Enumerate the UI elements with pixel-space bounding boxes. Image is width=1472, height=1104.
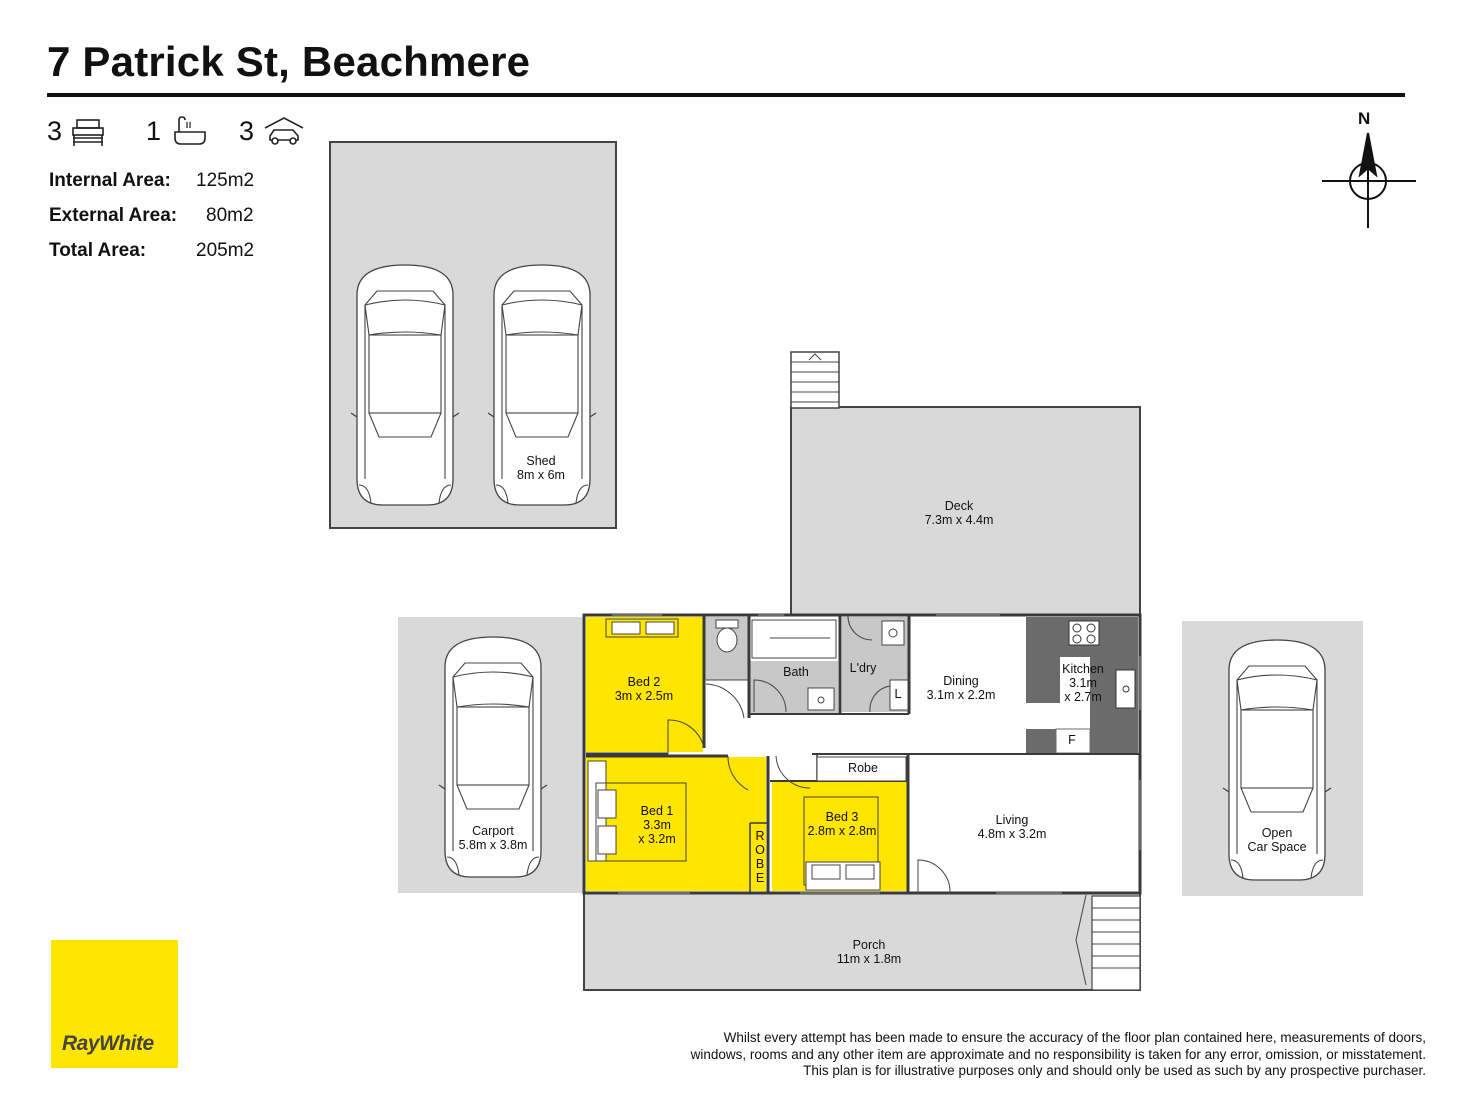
title-rule bbox=[47, 93, 1405, 97]
room-label-bath: Bath bbox=[783, 665, 809, 679]
raywhite-logo: RayWhite bbox=[51, 940, 178, 1068]
car-icon bbox=[264, 117, 304, 145]
bath-fixture bbox=[751, 619, 837, 659]
bath-icon bbox=[174, 116, 206, 145]
bed2-floor bbox=[586, 617, 703, 752]
deck-area bbox=[790, 406, 1141, 618]
disclaimer-line: This plan is for illustrative purposes o… bbox=[803, 1063, 1426, 1078]
toilet-icon bbox=[715, 619, 739, 653]
area-label: External Area: bbox=[49, 205, 178, 226]
bed1-floor bbox=[586, 757, 766, 891]
room-label-robe-vertical: ROBE bbox=[755, 829, 765, 885]
page-title: 7 Patrick St, Beachmere bbox=[47, 38, 531, 85]
disclaimer-line: Whilst every attempt has been made to en… bbox=[723, 1030, 1426, 1045]
room-label-fridge: F bbox=[1068, 733, 1076, 747]
bed-furniture-icon bbox=[803, 796, 881, 891]
area-label: Internal Area: bbox=[49, 170, 171, 191]
area-value: 205m2 bbox=[196, 240, 255, 261]
stairs-icon bbox=[790, 351, 840, 409]
bedroom-count: 3 bbox=[47, 116, 63, 146]
bathroom-count: 1 bbox=[146, 116, 162, 146]
room-label-laundry: L'dry bbox=[849, 661, 877, 675]
stairs-icon bbox=[1075, 894, 1141, 991]
laundry-tub bbox=[881, 620, 905, 646]
area-value: 80m2 bbox=[206, 205, 254, 226]
sink-icon bbox=[1115, 669, 1136, 709]
area-label: Total Area: bbox=[49, 240, 147, 261]
compass-north-label: N bbox=[1358, 109, 1371, 128]
room-label-robe: Robe bbox=[848, 761, 878, 775]
car-outline-icon bbox=[350, 264, 460, 506]
car-space-count: 3 bbox=[239, 116, 255, 146]
room-label-laundry-cupboard: L bbox=[894, 687, 902, 701]
stove-icon bbox=[1068, 620, 1100, 646]
disclaimer: Whilst every attempt has been made to en… bbox=[646, 1030, 1426, 1080]
bed-furniture-icon bbox=[587, 760, 687, 862]
logo-text: RayWhite bbox=[62, 1032, 154, 1055]
bed-furniture-icon bbox=[605, 618, 679, 638]
bed-icon bbox=[72, 119, 104, 146]
compass-icon bbox=[1322, 132, 1416, 228]
basin bbox=[807, 687, 835, 711]
disclaimer-line: windows, rooms and any other item are ap… bbox=[690, 1046, 1426, 1062]
area-value: 125m2 bbox=[196, 170, 255, 191]
